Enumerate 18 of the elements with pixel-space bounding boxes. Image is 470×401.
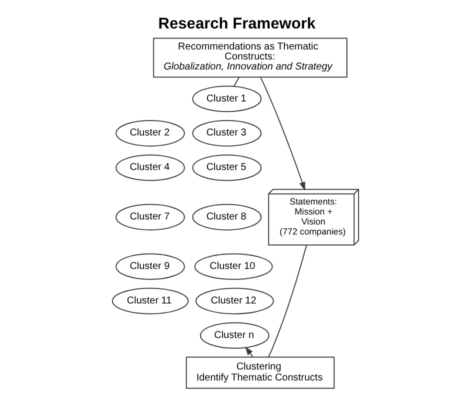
node-ellipse: Cluster 7 (115, 204, 184, 230)
node-box: Recommendations as Thematic Constructs: Globalization, Innovation and Strategy (152, 38, 347, 78)
node-ellipse: Cluster 11 (111, 288, 188, 314)
node-ellipse: Cluster 4 (115, 154, 184, 181)
node-ellipse: Cluster 1 (192, 86, 262, 112)
node-ellipse: Cluster 8 (192, 204, 262, 230)
node-ellipse: Cluster 9 (115, 253, 184, 280)
diagram-title: Research Framework (158, 16, 316, 33)
node-ellipse: Cluster 2 (115, 120, 184, 147)
node-ellipse: Cluster n (200, 322, 269, 349)
connector (232, 76, 240, 87)
node-ellipse: Cluster 12 (195, 288, 274, 314)
node-box: Clustering Identify Thematic Constructs (185, 356, 334, 389)
connector (267, 244, 307, 358)
arrow (260, 76, 305, 191)
node-ellipse: Cluster 10 (194, 253, 272, 280)
node-ellipse: Cluster 5 (192, 154, 262, 181)
node-ellipse: Cluster 3 (192, 120, 262, 147)
